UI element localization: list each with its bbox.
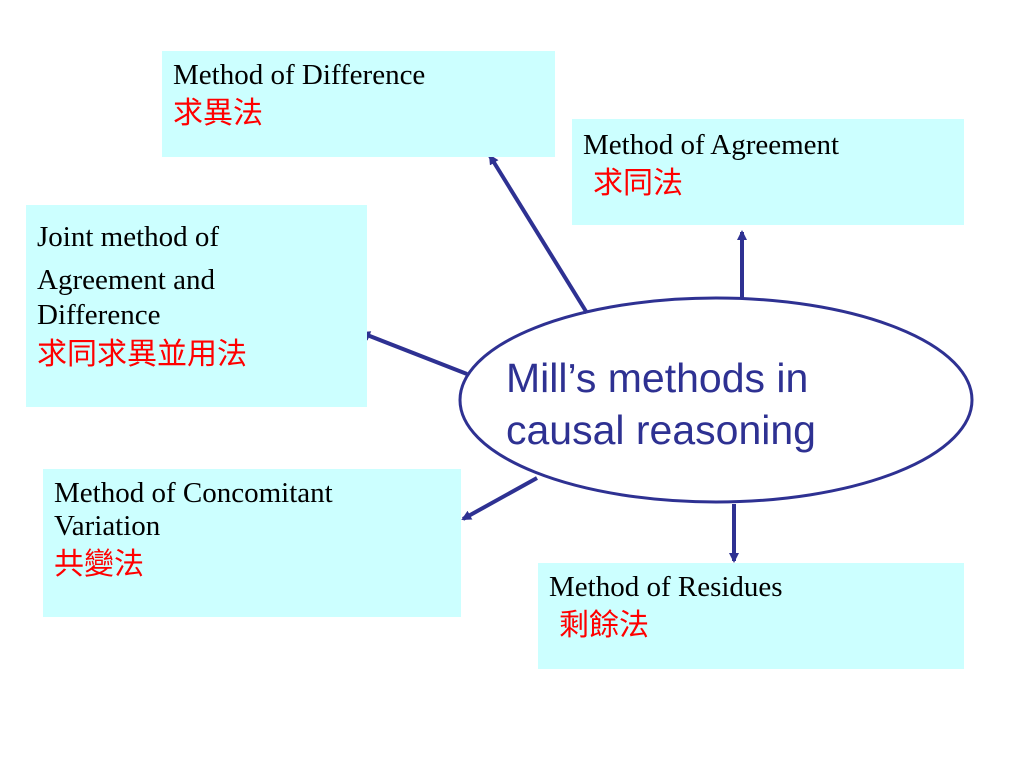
method-of-residues-box: Method of Residues 剩餘法: [538, 563, 964, 669]
method-english-label-line1: Method of Concomitant: [54, 477, 333, 509]
method-chinese-label: 求同法: [593, 166, 683, 201]
method-english-label: Method of Difference: [173, 59, 426, 91]
method-english-label: Method of Residues: [549, 571, 783, 603]
center-title: Mill’s methods in causal reasoning: [506, 352, 926, 456]
method-chinese-label: 共變法: [54, 547, 144, 582]
method-of-agreement-box: Method of Agreement 求同法: [572, 119, 964, 225]
method-english-label-line1: Joint method of: [37, 221, 220, 253]
method-english-label-line2: Agreement and: [37, 264, 215, 296]
method-of-difference-box: Method of Difference 求異法: [162, 51, 555, 157]
arrow-to-difference: [488, 154, 589, 315]
arrow-to-concomitant: [461, 476, 538, 521]
method-english-label-line2: Variation: [54, 510, 161, 542]
method-chinese-label: 求同求異並用法: [37, 337, 247, 372]
method-english-label: Method of Agreement: [583, 129, 840, 161]
method-english-label-line3: Difference: [37, 299, 161, 331]
center-ellipse: [458, 296, 974, 504]
method-chinese-label: 求異法: [173, 96, 263, 131]
method-of-concomitant-variation-box: Method of Concomitant Variation 共變法: [43, 469, 461, 617]
center-title-line1: Mill’s methods in: [506, 355, 809, 401]
center-title-line2: causal reasoning: [506, 407, 816, 453]
arrow-to-joint: [360, 331, 468, 376]
joint-method-box: Joint method of Agreement and Difference…: [26, 205, 367, 407]
method-chinese-label: 剩餘法: [559, 608, 649, 643]
